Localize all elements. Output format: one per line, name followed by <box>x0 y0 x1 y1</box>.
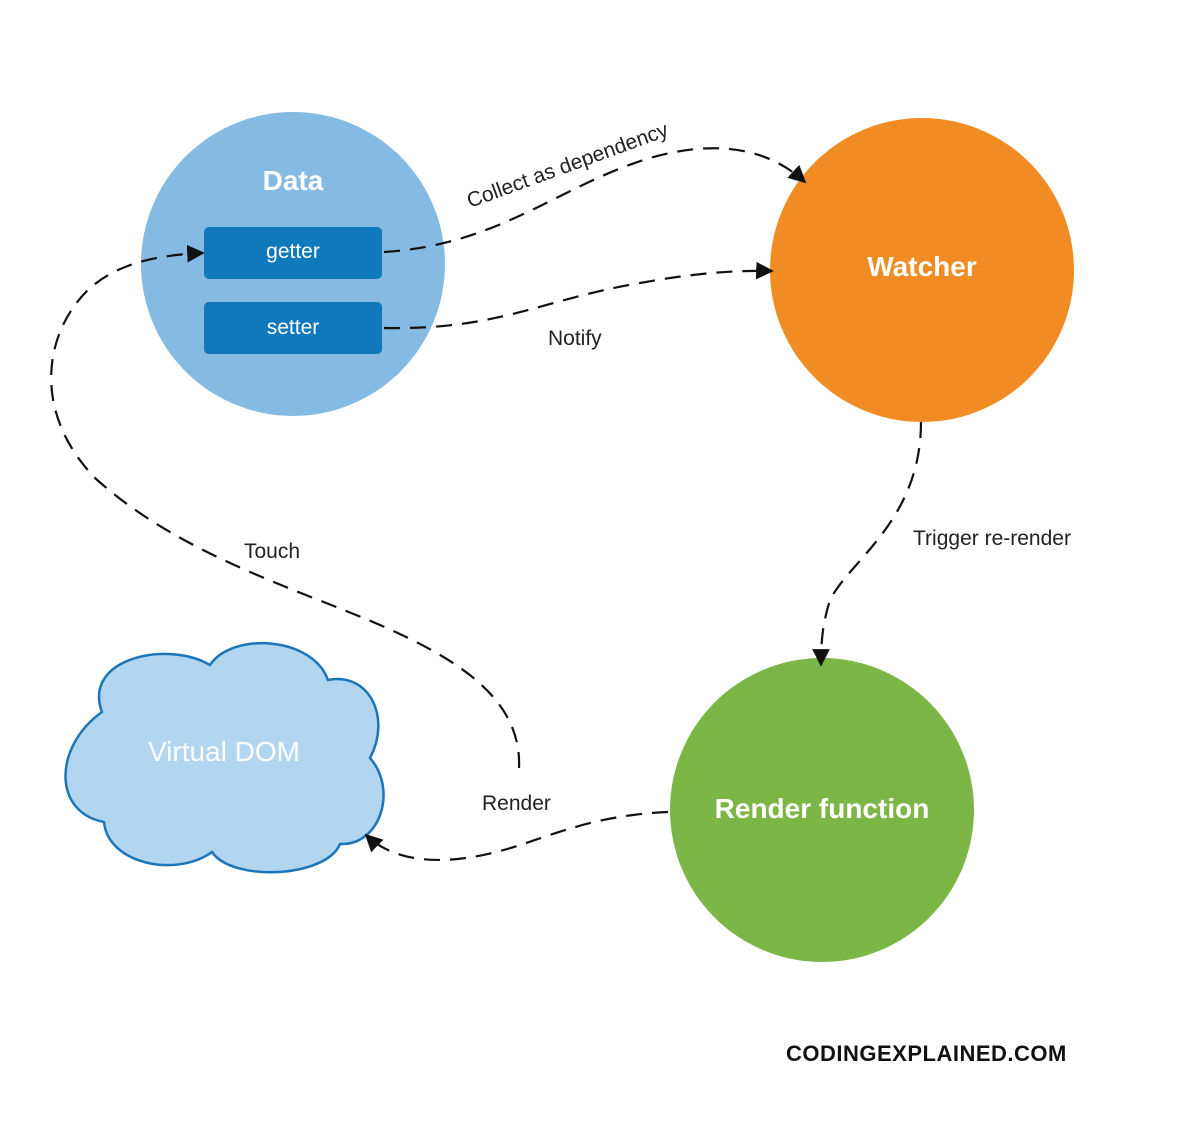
render-function-node: Render function <box>670 658 974 962</box>
virtual-dom-title: Virtual DOM <box>148 736 300 767</box>
data-node: Data getter setter <box>141 112 445 416</box>
getter-rect <box>204 227 382 279</box>
notify-label: Notify <box>548 327 602 350</box>
trigger-rerender-arrow <box>812 421 923 667</box>
brand-watermark: CODINGEXPLAINED.COM <box>786 1041 1067 1066</box>
trigger-rerender-label: Trigger re-render <box>913 527 1071 550</box>
render-function-circle <box>670 658 974 962</box>
virtual-dom-node: Virtual DOM <box>64 641 385 874</box>
touch-arrow <box>50 244 521 769</box>
setter-box: setter <box>204 302 382 354</box>
collect-dependency-label: Collect as dependency <box>464 118 672 212</box>
render-arrow <box>364 810 669 861</box>
collect-dependency-arrow <box>383 147 807 254</box>
touch-label: Touch <box>244 540 300 563</box>
render-function-title: Render function <box>715 793 930 824</box>
virtual-dom-cloud <box>64 641 385 874</box>
watcher-circle <box>770 118 1074 422</box>
notify-arrow <box>383 261 774 330</box>
watcher-title: Watcher <box>867 251 977 282</box>
getter-box: getter <box>204 227 382 279</box>
setter-rect <box>204 302 382 354</box>
getter-label: getter <box>266 240 320 263</box>
data-title: Data <box>263 165 324 196</box>
watcher-node: Watcher <box>770 118 1074 422</box>
setter-label: setter <box>267 316 320 339</box>
render-label: Render <box>482 792 551 815</box>
